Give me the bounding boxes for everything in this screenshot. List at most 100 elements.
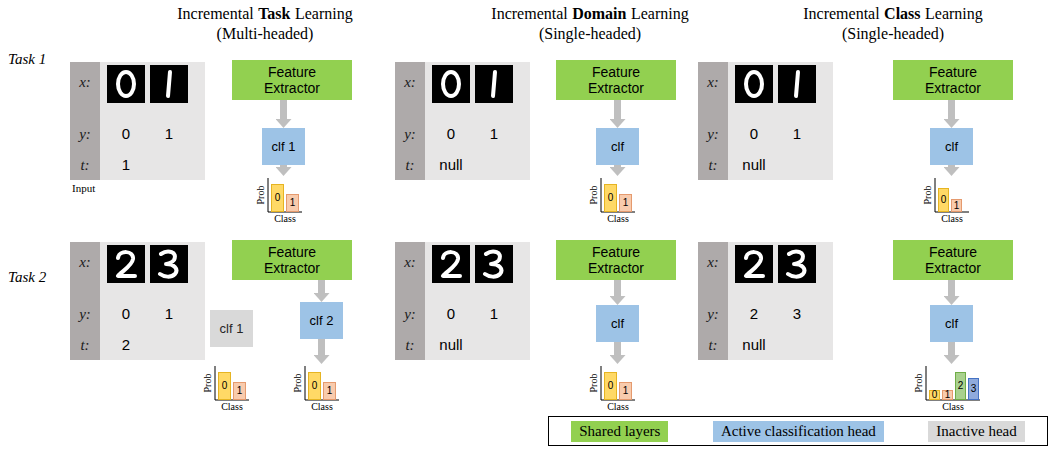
class-value: 1	[623, 386, 629, 396]
output-arrow	[614, 342, 621, 355]
classifier-head: clf	[596, 128, 639, 165]
chart-axis	[215, 366, 249, 400]
column-title: Task	[258, 4, 290, 23]
probability-bar: 0	[938, 188, 949, 212]
sample-value: 1	[165, 305, 173, 322]
field-label: t:	[80, 157, 89, 173]
feature-extractor-box: Feature Extractor	[893, 240, 1013, 280]
box-label: clf 1	[220, 321, 244, 336]
probability-bar: 1	[233, 382, 246, 400]
digit-stroke	[746, 72, 762, 96]
digit-image	[150, 245, 188, 283]
class-value: 0	[275, 193, 281, 203]
text-slot: t:	[405, 156, 414, 174]
image-background	[778, 245, 816, 283]
probability-bar: 2	[955, 372, 966, 400]
label-group: Prob	[292, 374, 303, 393]
class-value: 1	[327, 386, 333, 396]
text-slot: 1	[165, 125, 173, 143]
column-title: Learning	[925, 4, 983, 23]
sample-value: null	[439, 336, 462, 353]
column-subtitle: (Single-headed)	[842, 24, 944, 43]
text-slot: y:	[404, 125, 416, 143]
axis-label: Class	[221, 401, 243, 412]
connector-arrow	[318, 280, 325, 293]
classifier-head: clf	[930, 305, 973, 342]
text-slot: null	[742, 156, 765, 174]
text-slot: 2	[750, 305, 758, 323]
class-value: 2	[958, 381, 964, 391]
text-slot: x:	[79, 73, 91, 91]
sample-value: 3	[793, 305, 801, 322]
probability-bar: 0	[929, 390, 940, 400]
connector-arrow	[948, 100, 955, 119]
field-label: y:	[79, 306, 91, 322]
text-slot: 2	[122, 336, 130, 354]
sample-value: 0	[750, 125, 758, 142]
column-title: Incremental	[177, 4, 253, 23]
axis-label: Class	[607, 401, 629, 412]
axis-label: Class	[942, 401, 964, 412]
class-value: 0	[222, 381, 228, 391]
column-title: Domain	[572, 4, 626, 23]
classifier-head: clf	[596, 305, 639, 342]
probability-bar: 3	[968, 378, 979, 400]
chart-axis	[305, 366, 339, 400]
input-field-strip: x:y:t:	[698, 62, 728, 180]
legend-label: Shared layers	[579, 423, 660, 439]
sample-value: 1	[165, 125, 173, 142]
chart-axis	[935, 178, 969, 212]
column-subtitle: (Single-headed)	[539, 24, 641, 43]
class-value: 1	[290, 198, 296, 208]
digit-stroke	[788, 252, 804, 277]
field-label: x:	[79, 254, 91, 270]
field-label: x:	[79, 74, 91, 90]
label-group: Incremental Task Learning	[177, 4, 352, 23]
probability-bar: 1	[323, 382, 336, 400]
sample-value: 2	[122, 336, 130, 353]
label-group: IncrementalClassLearning	[803, 4, 983, 23]
digit-image	[778, 65, 816, 103]
input-field-strip: x:y:t:	[70, 62, 100, 180]
input-caption: Input	[72, 182, 95, 194]
field-label: y:	[404, 306, 416, 322]
row-label: Task 1	[8, 50, 46, 68]
feature-extractor-box: Feature Extractor	[893, 60, 1013, 100]
digit-image	[432, 65, 470, 103]
image-background	[150, 65, 188, 103]
text-slot: null	[439, 156, 462, 174]
axis-label: Prob	[913, 374, 924, 393]
field-label: y:	[707, 126, 719, 142]
label-group: Class	[274, 213, 296, 224]
legend-label: Active classification head	[721, 423, 876, 439]
class-value: 1	[954, 201, 960, 211]
digit-image	[475, 245, 513, 283]
column-title: Learning	[631, 4, 689, 23]
feature-extractor-box: Feature Extractor	[556, 240, 676, 280]
image-background	[150, 245, 188, 283]
box-label: clf	[611, 316, 624, 331]
text-slot: 0	[447, 305, 455, 323]
probability-bar: 0	[271, 184, 284, 212]
field-label: t:	[708, 337, 717, 353]
sample-value: 1	[122, 156, 130, 173]
sample-value: 1	[793, 125, 801, 142]
digit-image	[475, 65, 513, 103]
axis-label: Class	[941, 213, 963, 224]
text-slot: y:	[707, 125, 719, 143]
text-slot: null	[742, 336, 765, 354]
classifier-head: clf 1	[262, 128, 305, 165]
field-label: t:	[708, 157, 717, 173]
text-slot: x:	[404, 253, 416, 271]
chart-axis	[601, 178, 635, 212]
text-slot: y:	[404, 305, 416, 323]
text-slot: y:	[79, 305, 91, 323]
column-title: Learning	[295, 4, 353, 23]
label-group: (Single-headed)	[842, 24, 944, 43]
output-arrow	[280, 165, 287, 167]
probability-bar: 1	[286, 194, 299, 212]
digit-image	[107, 245, 145, 283]
box-label: clf 2	[310, 313, 334, 328]
chart-axis	[926, 366, 980, 400]
image-background	[735, 245, 773, 283]
